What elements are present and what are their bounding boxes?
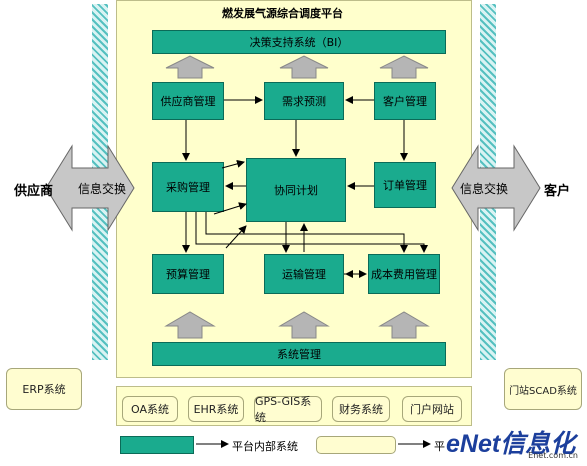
transport-management-box[interactable]: 运输管理 <box>264 254 344 294</box>
legend-internal-label: 平台内部系统 <box>232 440 298 453</box>
left-info-exchange-label: 信息交换 <box>78 182 127 196</box>
bottom-system-portal[interactable]: 门户网站 <box>402 396 462 422</box>
bottom-system-oa[interactable]: OA系统 <box>122 396 178 422</box>
up-block-arrow-4 <box>164 311 216 339</box>
up-block-arrow-3 <box>379 55 429 79</box>
system-management-bar[interactable]: 系统管理 <box>152 342 446 366</box>
supplier-party-label: 供应商 <box>14 184 54 199</box>
scada-system-box[interactable]: 门站SCAD系统 <box>504 368 582 410</box>
customer-management-box[interactable]: 客户管理 <box>374 82 436 120</box>
enet-logo-text: eNet信息化 <box>446 430 576 458</box>
right-exchange-arrow <box>451 144 541 232</box>
purchase-plan-diagonal-2 <box>213 202 247 215</box>
bottom-system-finance[interactable]: 财务系统 <box>332 396 390 422</box>
customer-party-label: 客户 <box>544 184 571 199</box>
up-block-arrow-1 <box>165 55 215 79</box>
left-exchange-arrow <box>45 144 135 232</box>
bi-system-bar[interactable]: 决策支持系统（BI） <box>152 30 446 54</box>
bottom-system-gps-gis[interactable]: GPS-GIS系统 <box>254 395 322 424</box>
budget-management-box[interactable]: 预算管理 <box>152 254 224 294</box>
cost-management-box[interactable]: 成本费用管理 <box>368 254 440 294</box>
enet-logo: eNet信息化 Enet.com.cn <box>446 424 584 464</box>
legend-external-swatch <box>316 436 396 454</box>
platform-title: 燃发展气源综合调度平台 <box>222 7 343 20</box>
order-management-box[interactable]: 订单管理 <box>374 162 436 208</box>
right-info-exchange-label: 信息交换 <box>460 182 509 196</box>
budget-plan-diagonal <box>225 225 247 249</box>
collaborative-plan-box[interactable]: 协同计划 <box>246 158 346 222</box>
up-block-arrow-6 <box>378 311 430 339</box>
purchase-to-cost-route <box>205 212 408 253</box>
purchase-plan-diagonal-1 <box>221 159 245 169</box>
supplier-management-box[interactable]: 供应商管理 <box>152 82 224 120</box>
up-block-arrow-2 <box>279 55 329 79</box>
purchase-management-box[interactable]: 采购管理 <box>152 162 224 212</box>
enet-logo-sub: Enet.com.cn <box>528 451 578 460</box>
legend-external-label: 平 <box>434 440 445 453</box>
demand-forecast-box[interactable]: 需求预测 <box>264 82 344 120</box>
erp-system-box[interactable]: ERP系统 <box>6 368 82 410</box>
bottom-system-ehr[interactable]: EHR系统 <box>188 396 244 422</box>
legend-internal-swatch <box>120 436 194 454</box>
up-block-arrow-5 <box>278 311 330 339</box>
purchase-to-cost-route-2 <box>195 212 428 253</box>
